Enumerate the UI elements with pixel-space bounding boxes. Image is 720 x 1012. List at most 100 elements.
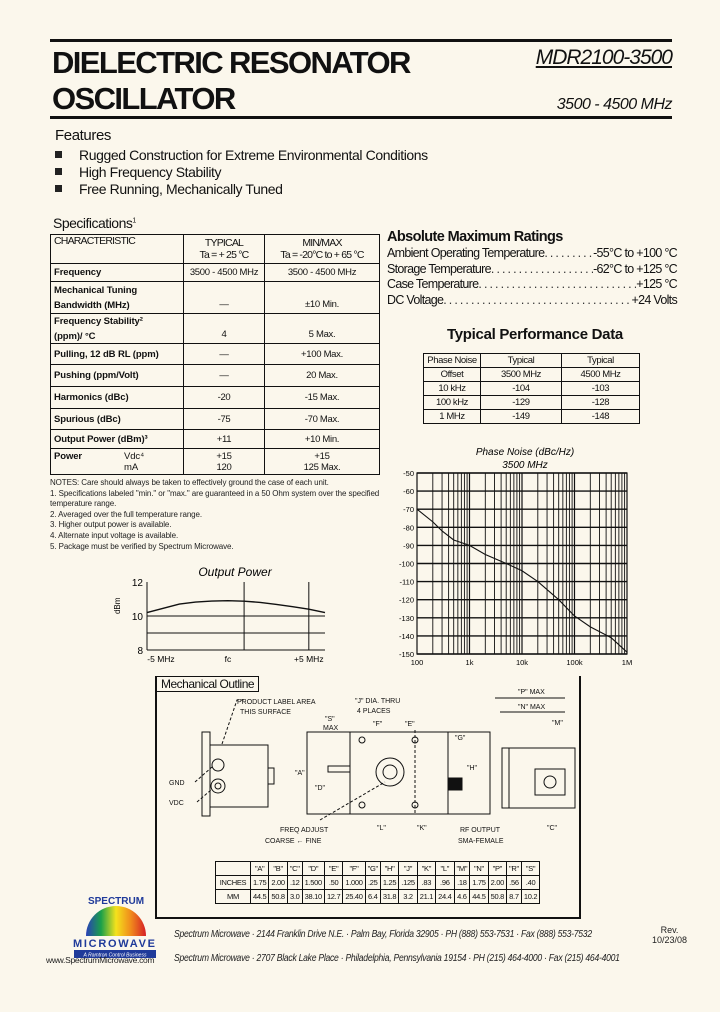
feature-text: High Frequency Stability <box>79 163 222 180</box>
footnote-marker: 1 <box>132 217 136 225</box>
minmax-value: +100 Max. <box>264 343 380 365</box>
dim-mm: 44.5 <box>469 889 489 904</box>
dim-mm: 31.8 <box>379 889 400 904</box>
dim-inches: 1.75 <box>469 875 489 890</box>
dim-header: "E" <box>323 861 344 876</box>
x-tick-label: fc <box>225 654 232 664</box>
table-row: Pulling, 12 dB RL (ppm)—+100 Max. <box>50 343 380 365</box>
rating-row: DC Voltage . . . . . . . . . . . . . . .… <box>387 292 678 309</box>
offset-cell: 100 kHz <box>423 395 481 410</box>
dimension-lines <box>495 697 565 713</box>
label-l: "L" <box>377 825 386 832</box>
header-rule <box>50 116 672 119</box>
website-link[interactable]: www.SpectrumMicrowave.com <box>46 955 155 965</box>
label-g: "G" <box>455 735 466 742</box>
base-outline <box>306 731 491 815</box>
typical-ma: 120 <box>216 461 232 473</box>
part-number: MDR2100-3500 <box>535 46 673 69</box>
minmax-value: 20 Max. <box>264 364 380 387</box>
absolute-max-heading: Absolute Maximum Ratings <box>387 229 563 245</box>
dim-header: "D" <box>301 861 325 876</box>
leader-dots: . . . . . . . . . . . . . . . . . . . . … <box>443 292 631 307</box>
dim-mm: 21.1 <box>416 889 437 904</box>
value-cell: -148 <box>561 409 640 424</box>
y-tick-label: -60 <box>403 487 414 496</box>
minmax-value: +10 Min. <box>264 429 380 449</box>
table-row: Pushing (ppm/Volt)—20 Max. <box>50 364 380 387</box>
label-h: "H" <box>467 765 478 772</box>
dim-mm: 25.40 <box>342 889 366 904</box>
label-s: "S" <box>325 716 335 723</box>
dim-mm: 3.0 <box>286 889 303 904</box>
label-product-area: PRODUCT LABEL AREA <box>237 699 316 706</box>
dim-inches: .125 <box>398 875 418 890</box>
chart-title: Output Power <box>198 565 272 579</box>
minmax-value: ±10 Min. <box>264 281 380 314</box>
dim-inches: 2.00 <box>487 875 508 890</box>
row-label: Output Power (dBm)³ <box>50 429 184 449</box>
minmax-label: MIN/MAX <box>302 237 342 249</box>
specifications-title: Specifications <box>53 215 133 231</box>
typical-condition: Ta = + 25 °C <box>199 249 250 261</box>
value-cell: -103 <box>561 381 640 396</box>
rating-label: Storage Temperature <box>387 261 492 276</box>
label-d: "D" <box>315 785 326 792</box>
body <box>209 744 269 808</box>
col-characteristic: CHARACTERISTIC <box>50 234 184 264</box>
typical-value: — <box>183 343 265 365</box>
dim-header: "G" <box>364 861 381 876</box>
logo-tagline: A Ramtron Control Business <box>83 953 147 959</box>
leader-dots: . . . . . . . . . . . . . . . . . . . . … <box>544 246 593 260</box>
row-label: Pulling, 12 dB RL (ppm) <box>50 343 184 365</box>
output-power-line <box>146 599 326 614</box>
label-rf-output: RF OUTPUT <box>460 827 501 834</box>
features-list: Rugged Construction for Extreme Environm… <box>55 146 428 197</box>
typical-label: TYPICAL <box>204 237 244 249</box>
header-cell: Typical <box>480 353 562 368</box>
rating-value: -55°C to +100 °C <box>593 246 678 260</box>
dim-mm: 12.7 <box>323 889 344 904</box>
minmax-vdc: +15 <box>314 450 330 462</box>
table-row: Output Power (dBm)³+11+10 Min. <box>50 429 380 449</box>
chart-title: Phase Noise (dBc/Hz) <box>476 447 574 458</box>
y-tick-label: -50 <box>403 469 414 478</box>
label-hole: "J" DIA. THRU <box>355 698 400 705</box>
end-body <box>501 747 510 809</box>
dim-header: "C" <box>286 861 303 876</box>
minmax-ma: 125 Max. <box>303 461 341 473</box>
row-label-line1: Frequency Stability² <box>54 315 143 327</box>
label-this-surface: THIS SURFACE <box>240 709 291 716</box>
feature-item: Rugged Construction for Extreme Environm… <box>55 146 428 163</box>
typical-value: — <box>183 364 265 387</box>
dim-mm: 24.4 <box>435 889 455 904</box>
header-cell: 3500 MHz <box>480 367 562 382</box>
y-tick-label: -80 <box>403 523 414 532</box>
label-e: "E" <box>405 721 415 728</box>
label-freq-adjust: FREQ ADJUST <box>280 827 329 834</box>
dim-header: "A" <box>249 861 270 876</box>
x-tick-label: +5 MHz <box>294 654 324 664</box>
typical-value: 4 <box>183 313 265 344</box>
minmax-value: 5 Max. <box>264 313 380 344</box>
drawing-labels: PRODUCT LABEL AREA THIS SURFACE GND VDC … <box>169 689 563 845</box>
header-cell: Phase Noise <box>423 353 481 368</box>
y-tick-label: -120 <box>399 596 414 605</box>
corner-cell <box>215 861 251 876</box>
typical-value: — <box>183 281 265 314</box>
x-tick-label: 1M <box>622 658 632 667</box>
dim-mm: 10.2 <box>520 889 541 904</box>
note: NOTES: Care should always be taken to ef… <box>50 478 329 487</box>
dim-inches: .25 <box>364 875 381 890</box>
mount-hole-icon <box>358 736 366 744</box>
phase-noise-chart: Phase Noise (dBc/Hz)3500 MHz-50-60-70-80… <box>399 447 632 667</box>
